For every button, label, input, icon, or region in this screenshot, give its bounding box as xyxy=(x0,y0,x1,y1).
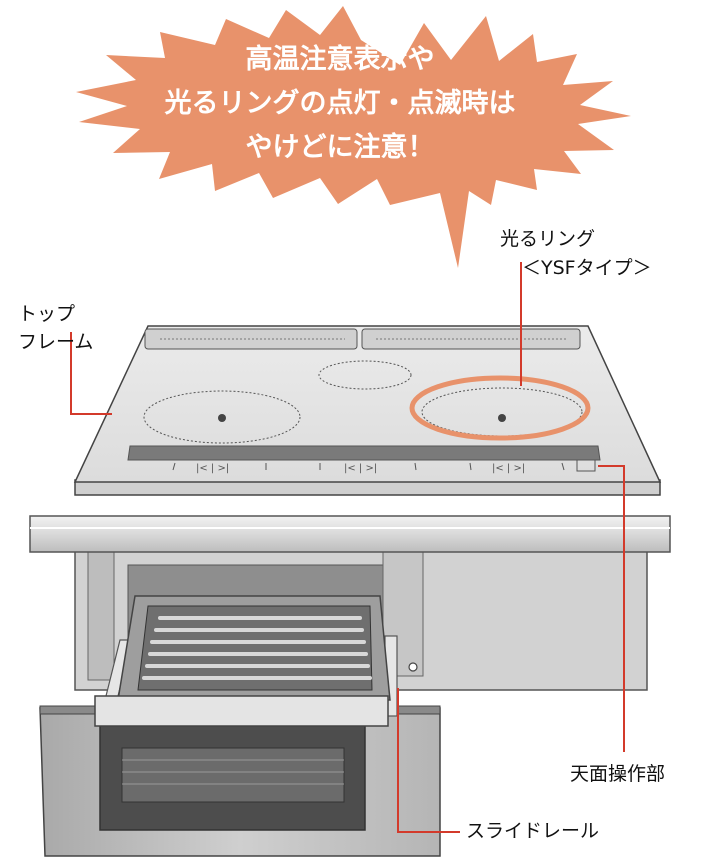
glowing-ring xyxy=(409,375,591,441)
callout-line-3: やけどに注意！ xyxy=(245,132,435,163)
grill-drawer xyxy=(39,705,441,857)
top-frame-label-2: フレーム xyxy=(18,331,94,353)
counter-edge xyxy=(29,515,671,553)
control-panel-label: 天面操作部 xyxy=(570,763,666,785)
callout-line-1: 高温注意表示や xyxy=(245,44,435,75)
svg-text:|< | >|: |< | >| xyxy=(492,463,525,474)
ring-type-label: ＜YSFタイプ＞ xyxy=(522,257,652,279)
svg-text:|< | >|: |< | >| xyxy=(344,463,377,474)
warning-callout-burst xyxy=(76,6,631,268)
svg-text:|< | >|: |< | >| xyxy=(196,463,229,474)
ring-title-label: 光るリング xyxy=(500,228,596,250)
cooktop: |< | >| |< | >| |< | >| xyxy=(73,325,662,496)
slide-rail-label: スライドレール xyxy=(466,820,600,842)
callout-line-2: 光るリングの点灯・点滅時は xyxy=(164,88,516,119)
leader-lines xyxy=(70,262,625,833)
grill-tray xyxy=(94,595,391,727)
top-frame-label-1: トップ xyxy=(18,303,76,325)
